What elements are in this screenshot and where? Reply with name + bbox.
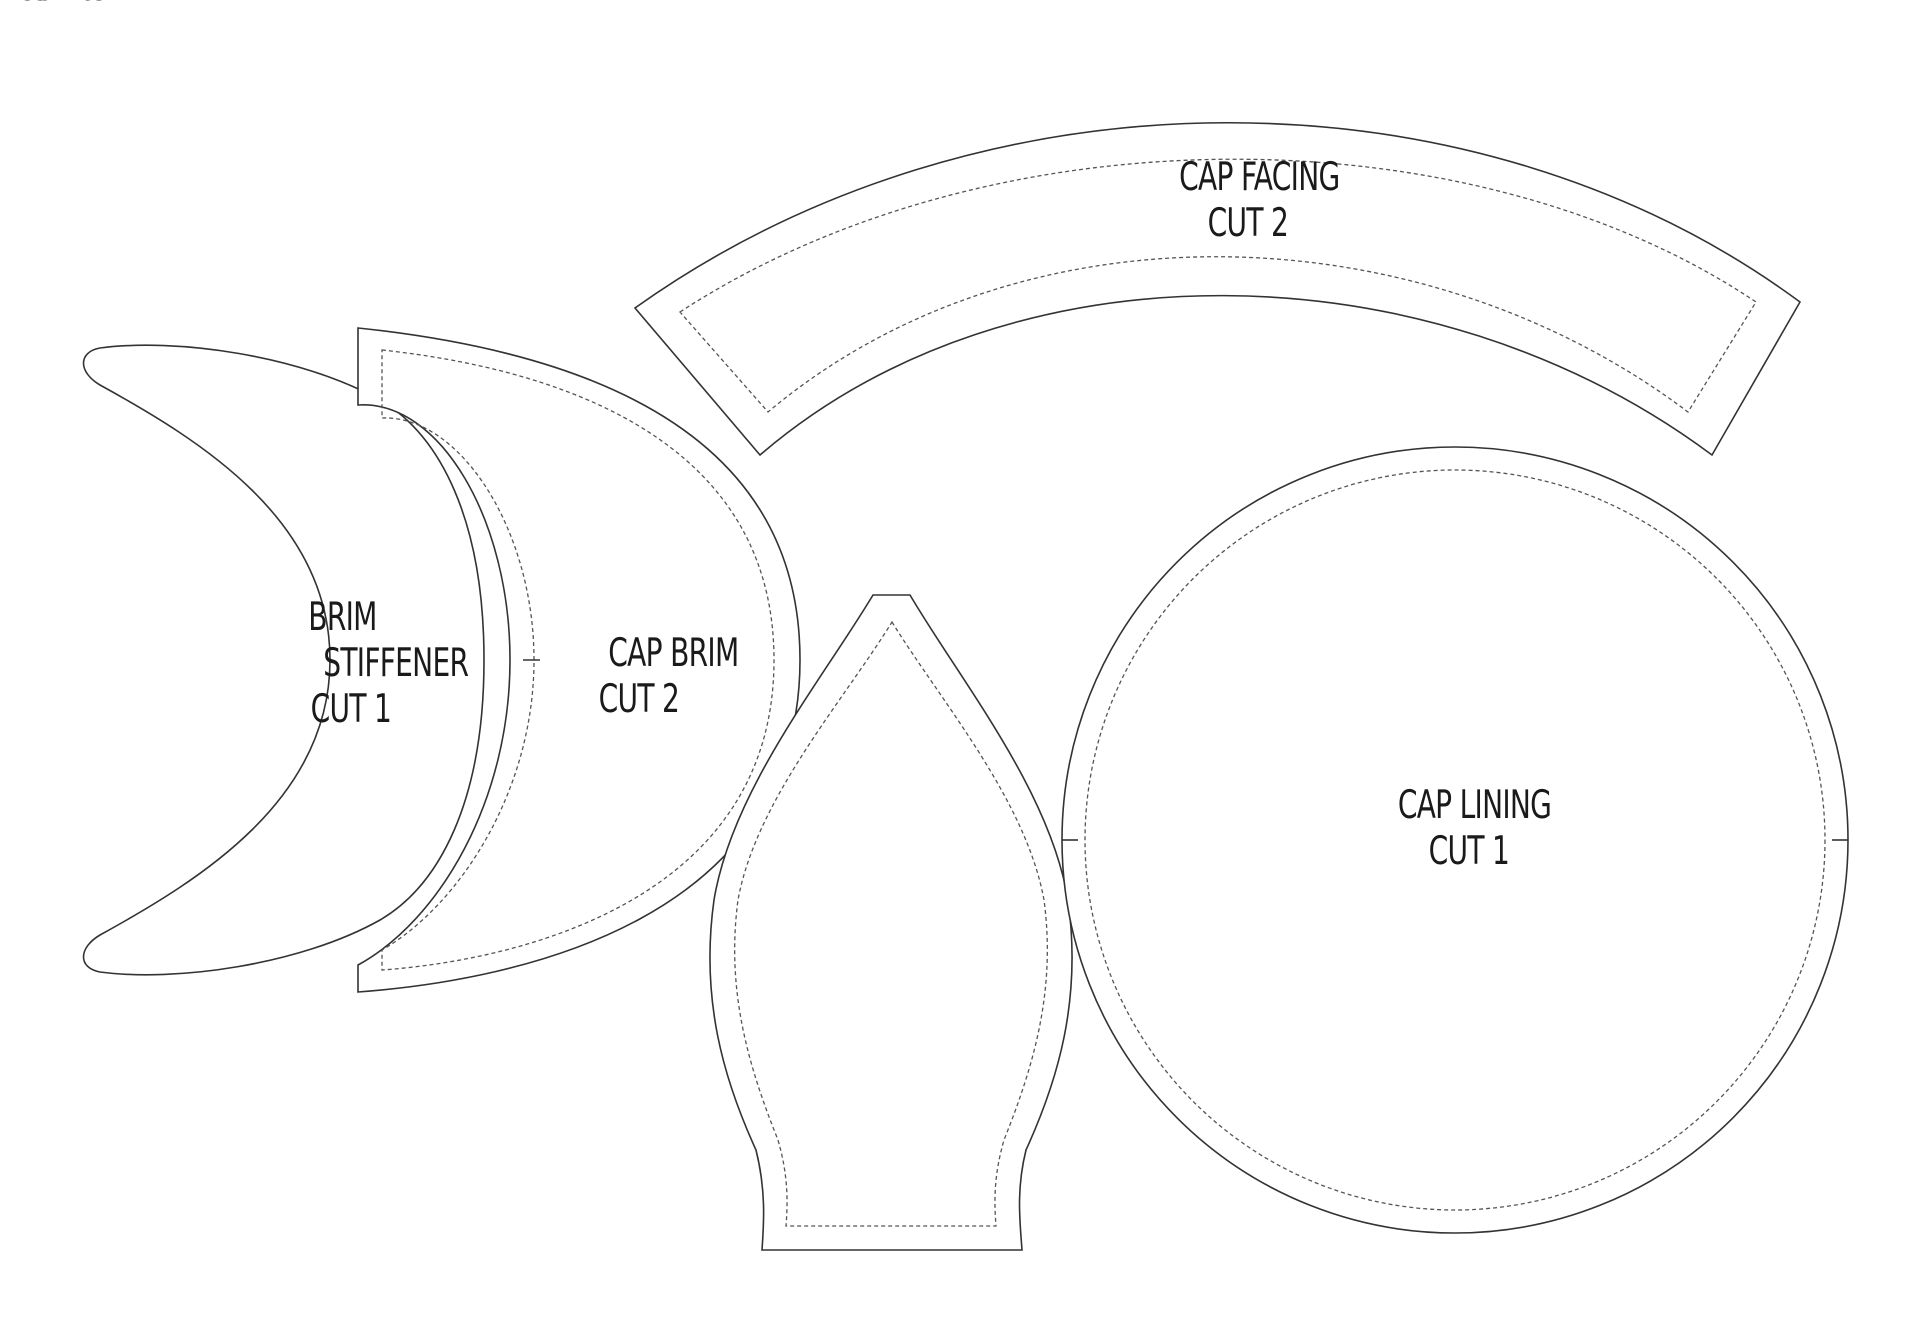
- brim-stiffener-name-line-2: STIFFENER: [323, 640, 468, 686]
- cap-brim-cut-count: CUT 2: [599, 676, 679, 722]
- brim-stiffener-outline: [82, 344, 485, 976]
- cap-brim-label: CAP BRIM CUT 2: [599, 630, 740, 722]
- cap-shell-outline: [709, 594, 1073, 1251]
- brim-stiffener-piece: [82, 344, 485, 976]
- cap-shell-label: CAP SHELL CUT 8: [16, 0, 177, 10]
- cap-facing-name: CAP FACING: [1179, 154, 1339, 200]
- cap-brim-outline: [357, 327, 801, 993]
- cap-facing-outline: [633, 122, 1802, 457]
- brim-stiffener-label: BRIM STIFFENER CUT 1: [308, 594, 469, 732]
- cap-brim-piece: [357, 327, 801, 993]
- cap-shell-name: CAP SHELL: [29, 0, 176, 10]
- cap-brim-seam-line: [381, 349, 775, 971]
- cap-facing-label: CAP FACING CUT 2: [1179, 154, 1340, 246]
- cap-lining-piece: [1061, 446, 1849, 1234]
- brim-stiffener-name-line-1: BRIM: [308, 594, 376, 640]
- cap-lining-seam-line: [1084, 469, 1826, 1211]
- cap-shell-piece: [709, 594, 1073, 1251]
- cap-shell-cut-count: CUT 8: [16, 0, 96, 10]
- cap-shell-seam-line: [734, 620, 1048, 1227]
- cap-lining-cut-count: CUT 1: [1429, 828, 1509, 874]
- cap-lining-name: CAP LINING: [1398, 782, 1551, 828]
- cap-facing-piece: [633, 122, 1802, 457]
- brim-stiffener-cut-count: CUT 1: [311, 686, 391, 732]
- cap-facing-cut-count: CUT 2: [1208, 200, 1288, 246]
- cap-lining-label: CAP LINING CUT 1: [1398, 782, 1552, 874]
- cap-brim-name: CAP BRIM: [608, 630, 738, 676]
